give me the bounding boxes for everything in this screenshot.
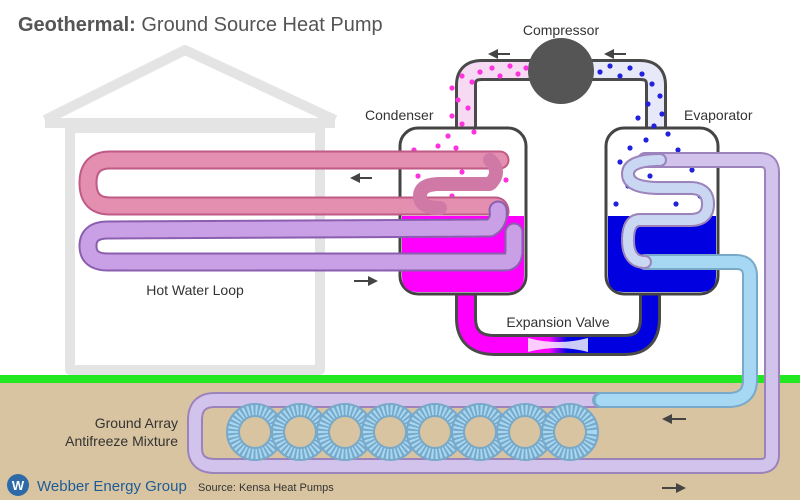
grass-line: [0, 375, 800, 383]
logo-letter: W: [12, 478, 25, 493]
compressor-label: Compressor: [523, 22, 600, 38]
brand-name: Webber Energy Group: [37, 478, 187, 495]
condenser-label: Condenser: [365, 107, 434, 123]
expansion-valve: [528, 338, 588, 352]
compressor: [528, 38, 594, 104]
hot-water-loop-pipe: [78, 150, 524, 272]
expansion-valve-label: Expansion Valve: [506, 314, 609, 330]
ground-array-label: Ground Array: [95, 415, 178, 431]
arrow-left-icon: [604, 49, 626, 59]
arrow-right-icon: [662, 483, 686, 493]
evaporator-label: Evaporator: [684, 107, 753, 123]
hot-water-loop-label: Hot Water Loop: [146, 282, 244, 298]
source-credit: Source: Kensa Heat Pumps: [198, 482, 334, 494]
ground-array-coils: [226, 403, 599, 461]
antifreeze-label: Antifreeze Mixture: [65, 433, 178, 449]
ground-loop-pipe: [187, 152, 780, 474]
arrow-left-icon: [662, 414, 686, 424]
flow-arrows: [350, 49, 686, 493]
house: [42, 45, 338, 375]
arrow-left-icon: [350, 173, 372, 183]
webber-logo-icon: [7, 474, 29, 496]
arrow-left-icon: [488, 49, 510, 59]
cold-refrigerant-particles: [597, 63, 711, 211]
arrow-right-icon: [354, 276, 378, 286]
page-title: Geothermal: Ground Source Heat Pump: [18, 14, 383, 36]
